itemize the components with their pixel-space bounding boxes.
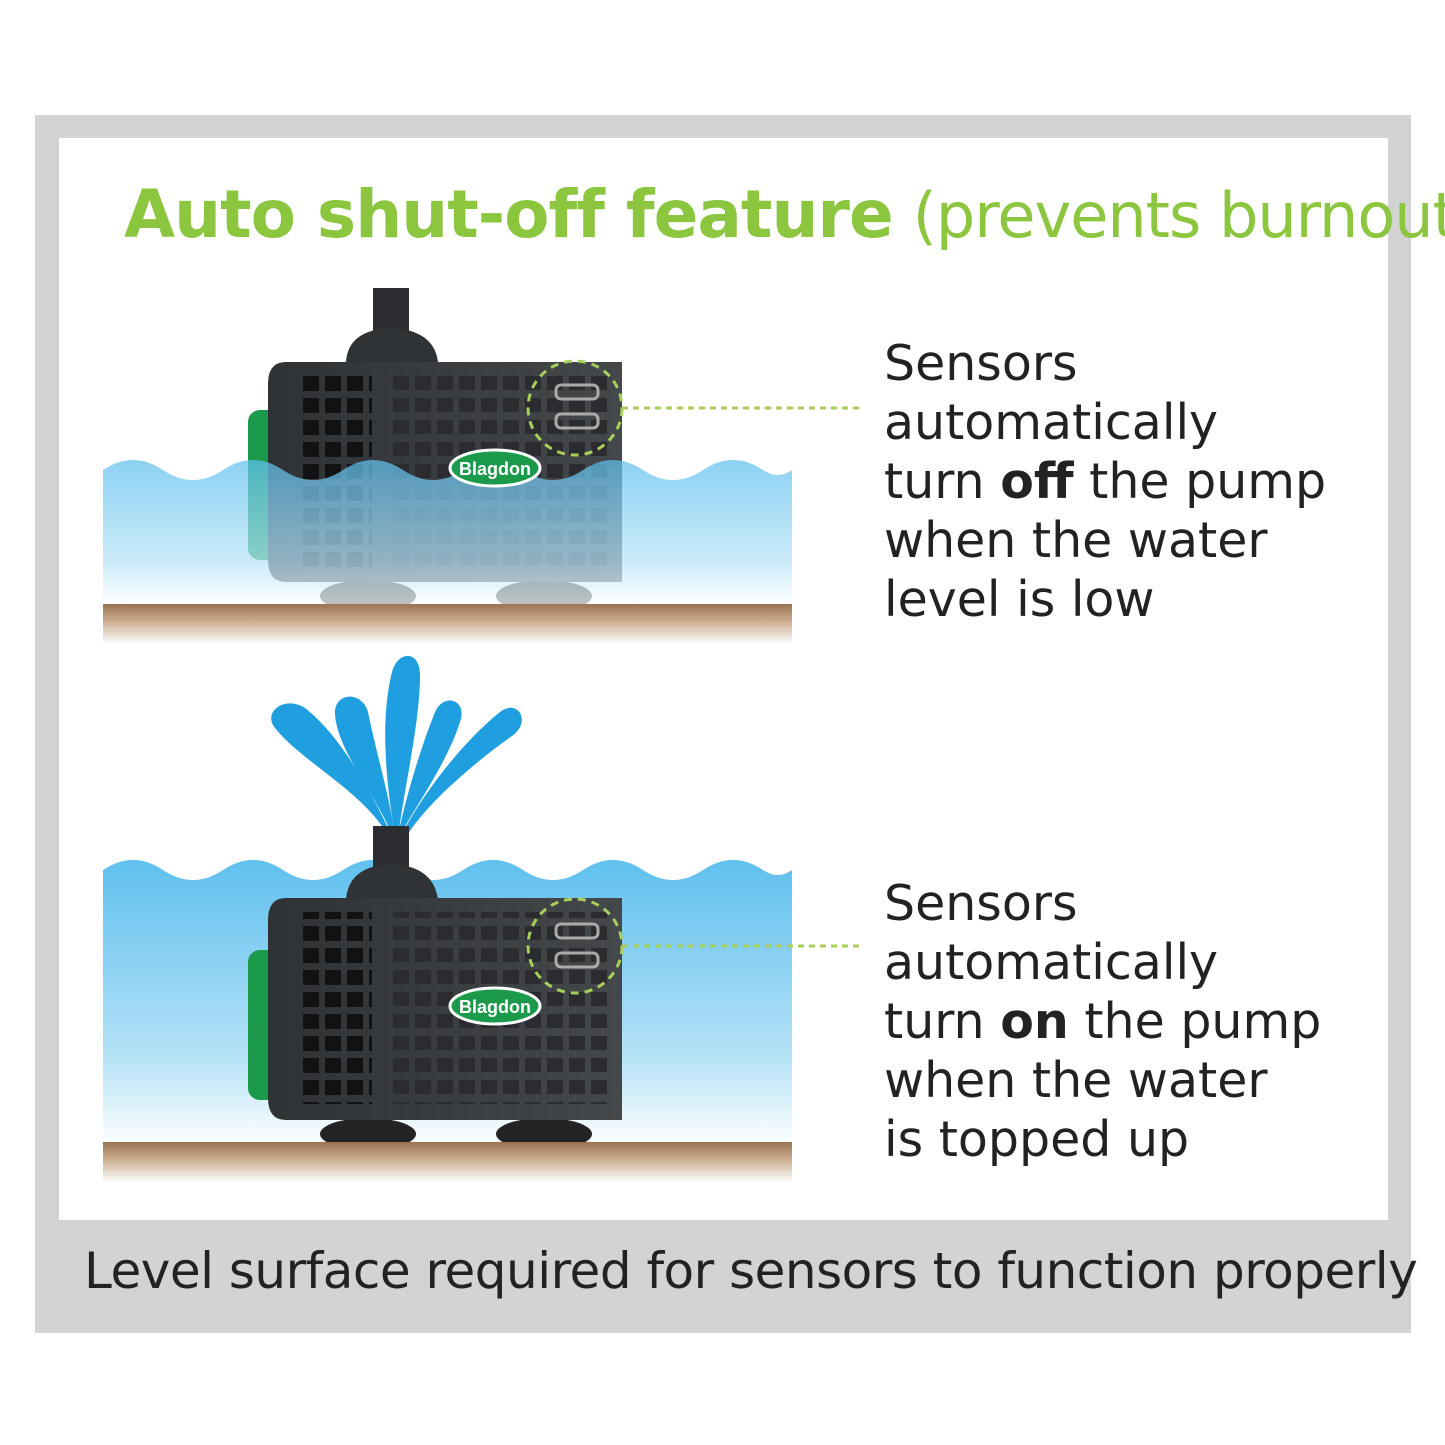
- desc-line-turn: turn on the pump: [884, 992, 1321, 1051]
- ground-strip: [103, 1142, 792, 1182]
- title-main: Auto shut-off feature: [124, 176, 894, 253]
- title-sub: (prevents burnout): [912, 179, 1445, 252]
- side-grill: [302, 912, 372, 1104]
- state-word-off: off: [1000, 453, 1074, 510]
- scene-bottom: Blagdon: [103, 655, 862, 1182]
- spray-drop: [403, 707, 522, 834]
- brand-logo-text: Blagdon: [459, 459, 531, 479]
- desc-line: when the water: [884, 512, 1268, 569]
- water-low: [103, 460, 792, 606]
- desc-turn-prefix: turn: [884, 453, 1001, 510]
- state-word-on: on: [1000, 993, 1069, 1050]
- spray-drop: [399, 700, 462, 830]
- fountain-spray: [271, 655, 522, 834]
- description-on: Sensors automatically turn on the pump w…: [884, 874, 1321, 1169]
- sensor-slot: [554, 951, 600, 969]
- desc-line: when the water: [884, 1052, 1268, 1109]
- desc-line: Sensors: [884, 875, 1078, 932]
- desc-turn-suffix: the pump: [1068, 993, 1322, 1050]
- ground-strip: [103, 604, 792, 644]
- desc-line: automatically: [884, 934, 1219, 991]
- sensor-slot: [554, 412, 600, 430]
- outlet-dome: [346, 864, 438, 900]
- page-title: Auto shut-off feature (prevents burnout): [124, 176, 1445, 253]
- sensor-slot: [554, 922, 600, 940]
- description-off: Sensors automatically turn off the pump …: [884, 334, 1326, 629]
- desc-turn-prefix: turn: [884, 993, 1001, 1050]
- desc-line-turn: turn off the pump: [884, 452, 1326, 511]
- brand-badge: [448, 448, 542, 488]
- desc-line: level is low: [884, 571, 1155, 628]
- desc-line: Sensors: [884, 335, 1078, 392]
- spray-drop: [385, 655, 420, 830]
- brand-badge: [448, 986, 542, 1026]
- sensor-slot: [554, 383, 600, 401]
- desc-line: automatically: [884, 394, 1219, 451]
- brand-logo-text: Blagdon: [459, 997, 531, 1017]
- spray-drop: [271, 703, 390, 832]
- footer-note: Level surface required for sensors to fu…: [84, 1242, 1418, 1300]
- desc-turn-suffix: the pump: [1073, 453, 1327, 510]
- spray-drop: [334, 696, 394, 830]
- desc-line: is topped up: [884, 1111, 1190, 1168]
- outlet-dome: [346, 328, 438, 362]
- scene-top: Blagdon: [103, 288, 862, 644]
